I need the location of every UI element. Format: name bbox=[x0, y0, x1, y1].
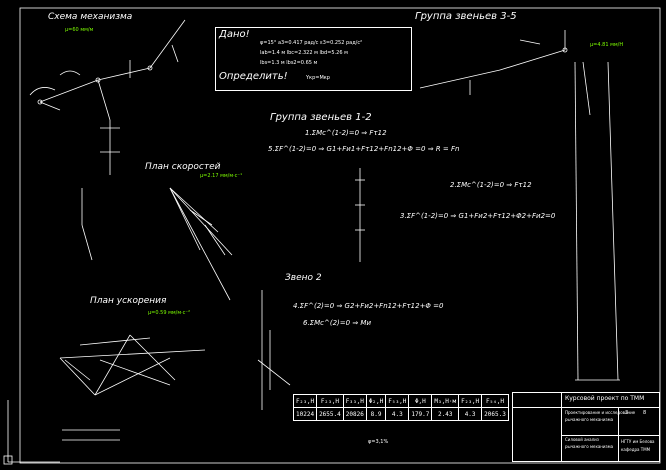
stamp-line4: рычажного механизма bbox=[565, 444, 614, 449]
stamp-line2: рычажного механизма bbox=[565, 417, 614, 422]
group35-scale: μ=4.81 мм/Н bbox=[590, 42, 624, 48]
table-value-cell: 2.43 bbox=[431, 407, 460, 421]
group12-title: Группа звеньев 1-2 bbox=[270, 112, 372, 123]
speed-plan-scale: μ=2.17 мм/м·с⁻¹ bbox=[200, 173, 243, 179]
results-table: F₂₃,Н F₂₃,Н F₃₃,Н Φ₂,Н F₅₃,Н Φ,Н M₃,Н·м … bbox=[292, 394, 509, 421]
table-header-cell: F₂₃,Н bbox=[458, 394, 483, 408]
link2-eq2: 6.ΣMc^(2)=0 ⇒ Mи bbox=[303, 319, 371, 327]
table-value-cell: 4.3 bbox=[385, 407, 410, 421]
stamp-line1: Проектирование и исследование bbox=[565, 410, 636, 415]
table-value-cell: 4.3 bbox=[458, 407, 483, 421]
mechanism-schema bbox=[29, 19, 186, 175]
table-header-cell: Φ,Н bbox=[408, 394, 433, 408]
link2-title: Звено 2 bbox=[285, 273, 322, 283]
stamp-sheet-count: 8 bbox=[643, 410, 647, 416]
sheet-frame bbox=[19, 7, 661, 464]
link2-vectors bbox=[257, 290, 291, 410]
table-value-cell: 20826 bbox=[342, 407, 367, 421]
given-line1: φ=15° a3=0.417 рад/с ε3=0.252 рад/с² bbox=[260, 40, 363, 46]
given-label: Дано! bbox=[219, 29, 250, 40]
table-value-cell: 8.9 bbox=[365, 407, 387, 421]
table-header-cell: F₂₃,Н bbox=[292, 394, 318, 408]
table-value-cell: 2655.4 bbox=[316, 407, 344, 421]
determine-label: Определить! bbox=[219, 71, 288, 82]
stamp-organization: НГТУ им Белова bbox=[621, 439, 655, 444]
group35-title: Группа звеньев 3-5 bbox=[415, 11, 517, 22]
mechanism-scale: μ=60 мм/м bbox=[65, 27, 94, 33]
table-header-cell: F₅₄,Н bbox=[481, 394, 509, 408]
table-value-cell: 10224 bbox=[292, 407, 318, 421]
table-value-row: 10224 2655.4 20826 8.9 4.3 179.7 2.43 4.… bbox=[292, 407, 509, 421]
speed-plan-title: План скоростей bbox=[145, 162, 221, 172]
table-value-cell: 2065.3 bbox=[481, 407, 509, 421]
accel-plan-title: План ускорения bbox=[90, 296, 167, 306]
table-header-cell: F₃₃,Н bbox=[342, 394, 367, 408]
stamp-title: Курсовой проект по ТММ bbox=[565, 395, 645, 402]
speed-plan bbox=[81, 187, 233, 301]
footer-formula: φ=3,1% bbox=[368, 439, 389, 445]
ucs-icon bbox=[3, 400, 60, 465]
group12-eq2: 5.ΣF^(1-2)=0 ⇒ G1+Fи1+Fτ12+Fn12+Φ =0 ⇒ R… bbox=[268, 145, 460, 153]
table-header-cell: Φ₂,Н bbox=[365, 394, 387, 408]
given-box: Дано! φ=15° a3=0.417 рад/с ε3=0.252 рад/… bbox=[215, 27, 412, 91]
determine-value: Yкр=Mкр bbox=[306, 75, 330, 81]
group35-diagram bbox=[419, 30, 620, 381]
given-line3: lbs=1.3 м lbs2=0.65 м bbox=[260, 60, 318, 66]
table-header-cell: F₂₃,Н bbox=[316, 394, 344, 408]
table-header-cell: F₅₃,Н bbox=[385, 394, 410, 408]
table-value-cell: 179.7 bbox=[408, 407, 433, 421]
accel-plan-scale: μ=0.59 мм/м·с⁻² bbox=[148, 310, 191, 316]
group12-eq3: 2.ΣMc^(1-2)=0 ⇒ Fτ12 bbox=[450, 181, 532, 189]
stamp-line3: Силовой анализ bbox=[565, 437, 599, 442]
group12-eq4: 3.ΣF^(1-2)=0 ⇒ G1+Fи2+Fτ12+Φ2+Fи2=0 bbox=[400, 212, 556, 220]
table-header-cell: M₃,Н·м bbox=[431, 394, 460, 408]
title-block-stamp: Курсовой проект по ТММ Проектирование и … bbox=[512, 392, 660, 462]
group12-eq1: 1.ΣMc^(1-2)=0 ⇒ Fτ12 bbox=[305, 129, 387, 137]
group12-vectors bbox=[355, 168, 365, 262]
stamp-group: кафедра ТММ bbox=[621, 447, 651, 452]
stamp-sheet-number: 3 bbox=[625, 410, 629, 416]
acceleration-plan bbox=[59, 334, 206, 396]
mechanism-title: Схема механизма bbox=[48, 12, 133, 22]
given-line2: lab=1.4 м lbc=2.322 м lbd=5.26 м bbox=[260, 50, 348, 56]
link2-eq1: 4.ΣF^(2)=0 ⇒ G2+Fи2+Fn12+Fτ12+Φ =0 bbox=[293, 302, 444, 310]
table-header-row: F₂₃,Н F₂₃,Н F₃₃,Н Φ₂,Н F₅₃,Н Φ,Н M₃,Н·м … bbox=[292, 394, 509, 408]
